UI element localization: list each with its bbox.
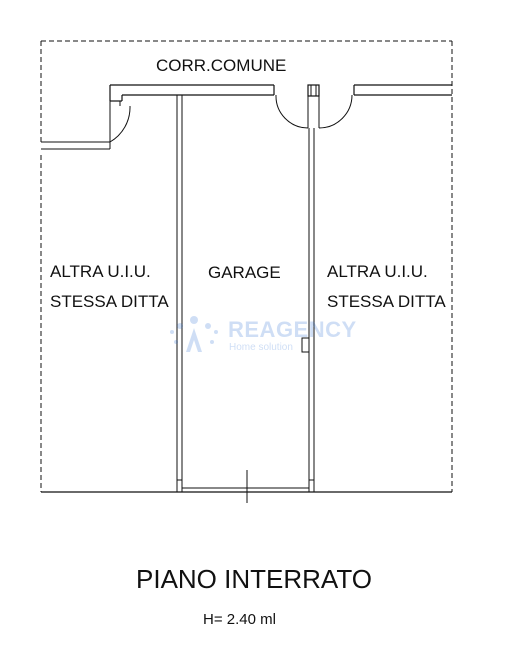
people-logo-icon bbox=[170, 316, 218, 352]
watermark-tagline: Home solution bbox=[229, 342, 293, 353]
property-boundary bbox=[40, 40, 453, 492]
garage-entrance-mark bbox=[182, 470, 309, 503]
corridor-label: CORR.COMUNE bbox=[156, 56, 287, 75]
right-unit-label-line2: STESSA DITTA bbox=[327, 292, 446, 311]
floor-title: PIANO INTERRATO bbox=[136, 564, 372, 594]
left-unit-label-line2: STESSA DITTA bbox=[50, 292, 169, 311]
top-wall-left bbox=[109, 84, 275, 102]
left-unit-label-line1: ALTRA U.I.U. bbox=[50, 262, 151, 281]
door-swing-small bbox=[41, 101, 131, 150]
central-pillar bbox=[307, 84, 320, 97]
watermark-logo: REAGENCY Home solution bbox=[166, 314, 386, 358]
garage-label: GARAGE bbox=[208, 263, 281, 282]
door-swing-right bbox=[318, 94, 353, 129]
watermark-brand: REAGENCY bbox=[228, 317, 357, 342]
garage-wall-right bbox=[301, 128, 315, 492]
garage-wall-left bbox=[176, 95, 183, 492]
height-note: H= 2.40 ml bbox=[203, 611, 276, 628]
right-unit-label-line1: ALTRA U.I.U. bbox=[327, 262, 428, 281]
door-swing-left bbox=[275, 94, 309, 129]
top-wall-right bbox=[353, 84, 452, 96]
